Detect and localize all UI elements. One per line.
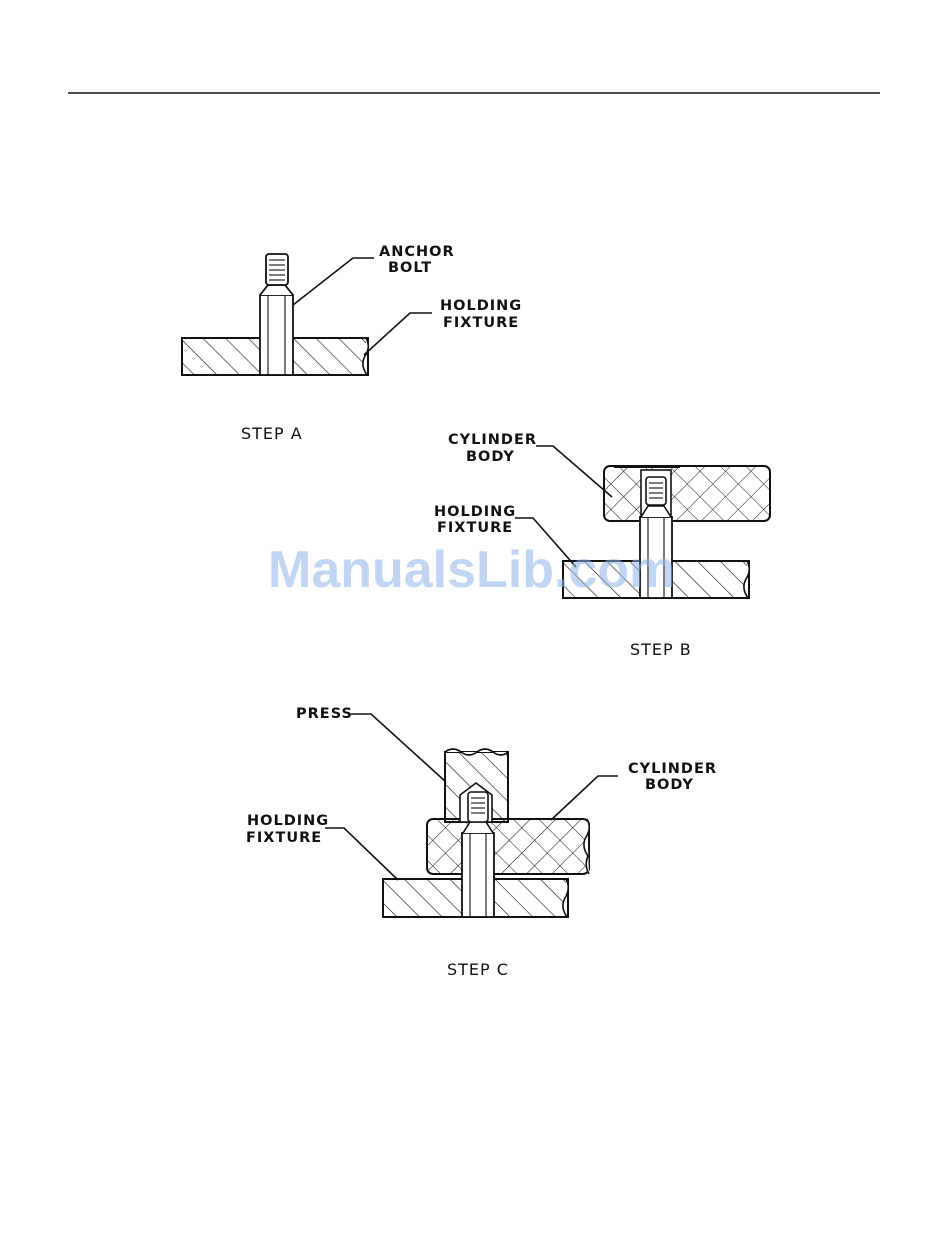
label-holding-fixture-b-2: FIXTURE (437, 520, 513, 536)
leader-press (351, 714, 446, 782)
label-holding-fixture-c-1: HOLDING (247, 813, 329, 829)
watermark: ManualsLib.com (268, 541, 675, 599)
leader-anchor-bolt (293, 258, 374, 305)
label-holding-fixture-a-1: HOLDING (440, 298, 522, 314)
step-b-cylinder-body (604, 466, 770, 523)
leader-holding-fixture-a (364, 313, 432, 355)
step-c-figure: PRESS CYLINDER BODY HOLDING FIXTURE STEP… (246, 706, 717, 979)
step-c-cylinder-body (427, 819, 589, 874)
label-cylinder-body-c-2: BODY (645, 777, 694, 793)
caption-step-c: STEP C (447, 960, 509, 979)
label-cylinder-body-b-1: CYLINDER (448, 432, 537, 448)
step-a-figure: ANCHOR BOLT HOLDING FIXTURE STEP A (182, 244, 522, 443)
label-holding-fixture-c-2: FIXTURE (246, 830, 322, 846)
label-cylinder-body-b-2: BODY (466, 449, 515, 465)
leader-holding-fixture-c (325, 828, 398, 880)
label-holding-fixture-b-1: HOLDING (434, 504, 516, 520)
label-holding-fixture-a-2: FIXTURE (443, 315, 519, 331)
leader-cylinder-body-b (536, 446, 612, 497)
caption-step-a: STEP A (241, 424, 303, 443)
label-press: PRESS (296, 706, 353, 722)
label-anchor-bolt-1: ANCHOR (379, 244, 455, 260)
leader-cylinder-body-c (551, 776, 618, 820)
label-cylinder-body-c-1: CYLINDER (628, 761, 717, 777)
step-a-anchor-bolt (260, 254, 293, 375)
label-anchor-bolt-2: BOLT (388, 260, 432, 276)
caption-step-b: STEP B (630, 640, 692, 659)
